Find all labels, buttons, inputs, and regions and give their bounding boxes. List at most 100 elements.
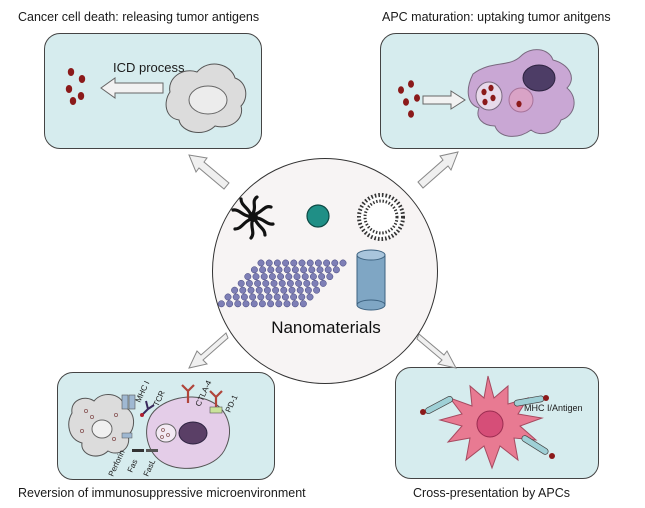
nanosheet-dot [260,273,268,281]
nanosheet-dot [324,266,332,274]
nanosheet-dot [298,259,306,267]
caption-cancer-cell-death: Cancer cell death: releasing tumor antig… [18,10,260,24]
icd-process-label: ICD process [113,60,185,75]
nanosheet-dot [285,273,293,281]
perforin-granules [160,428,170,439]
nanosheet-dot [270,279,278,287]
nanosheet-dot [273,293,281,301]
panel-apc-maturation [380,33,599,149]
panel-immunosuppression: MHC I TCR CTLA-4 PD-1 Perforin Fas FasL [57,372,275,480]
nanosheet-dot [268,273,276,281]
antigen-dots [79,409,119,442]
nanosheet-dot [283,266,291,274]
tumor-cell-nucleus [188,85,228,115]
nanosheet-dot [282,259,290,267]
nanosheet-dot [277,273,285,281]
arrow-to-apc-maturation [417,151,459,189]
nanosheet-dot [303,279,311,287]
perforin-channel [121,432,133,439]
nanosheet-dot [290,259,298,267]
granule-vesicle [155,423,177,443]
nanosheet-dot [237,279,245,287]
nanosheet-dot [254,279,262,287]
nanosheet-dot [311,279,319,287]
liposome-icon [357,193,405,241]
nanosheet-dot [306,259,314,267]
mhc-antigen-label: MHC I/Antigen [524,403,583,413]
nanosheet-dot [283,300,291,308]
arrow-to-cancer-cell-death [188,154,230,190]
nanosheet-dot [239,286,247,294]
arrow-to-cross-presentation [416,333,457,369]
nanosheet-dot [291,300,299,308]
nanosheet-dot [257,259,265,267]
nanosheet-dot [313,286,321,294]
nanosheet-dot [296,286,304,294]
panel-cancer-cell-death: ICD process [44,33,262,149]
endosome [508,87,534,113]
nanosheet-dot [332,266,340,274]
fasl-ligand [146,449,158,452]
nanorod-icon [356,249,386,311]
dendritic-cell-nucleus [476,410,504,438]
nanosheet-dot [250,266,258,274]
nanosheet-dot [258,300,266,308]
t-cell-nucleus [178,421,208,445]
nanosheet-dot [306,293,314,301]
nanosheet-dot [240,293,248,301]
nanosheet-dot [304,286,312,294]
icd-arrow [100,77,164,99]
nanosheet-dot [290,293,298,301]
nanosheet-dot [272,286,280,294]
nanosheet-dot [265,259,273,267]
nanosheet-dot [250,300,258,308]
nanosheet-dot [318,273,326,281]
nanomaterials-title: Nanomaterials [271,318,381,337]
nanosheet-dot [263,286,271,294]
nanosheet-dot [249,293,257,301]
nanosheet-dot [326,273,334,281]
nanosheet-dot [339,259,347,267]
nanosheet-dot [252,273,260,281]
nanosheet-icon [217,259,347,308]
nanosheet-dot [232,293,240,301]
internalized-antigen-dots [481,84,522,108]
nanosheet-dot [275,300,283,308]
nanosheet-dot [255,286,263,294]
nanosheet-dot [331,259,339,267]
nanosheet-dot [275,266,283,274]
nanosheet-dot [291,266,299,274]
tumor-antigen-dots [398,80,420,118]
nanomaterials-circle: Nanomaterials [212,158,438,384]
arrow-to-reversion [188,332,229,369]
micelle-icon [231,195,275,240]
nanosheet-dot [309,273,317,281]
nanosheet-dot [224,293,232,301]
phagosome [475,81,503,111]
tumor-antigen-dots [65,68,86,105]
ctla4-receptor [181,384,195,403]
nanosheet-dot [314,259,322,267]
panel-cross-presentation: MHC I/Antigen [395,367,599,479]
nanosheet-dot [293,273,301,281]
nanosphere-icon [306,204,330,228]
tumor-cell-nucleus [91,419,113,439]
mhc-antigen-complex [420,396,453,415]
caption-cross-presentation: Cross-presentation by APCs [413,486,571,500]
nanosheet-dot [217,300,225,308]
uptake-arrow [422,90,466,110]
nanosheet-dot [288,286,296,294]
pdl1-ligand [209,406,223,414]
nanosheet-dot [244,273,252,281]
nanosheet-dot [286,279,294,287]
nanosheet-dot [265,293,273,301]
nanosheet-dot [323,259,331,267]
nanosheet-dot [281,293,289,301]
nanosheet-dot [257,293,265,301]
nanosheet-dot [299,300,307,308]
nanosheet-dot [242,300,250,308]
nanosheet-dot [234,300,242,308]
mhc-antigen-complex [513,395,549,407]
nanosheet-dot [298,293,306,301]
nanosheet-dot [262,279,270,287]
